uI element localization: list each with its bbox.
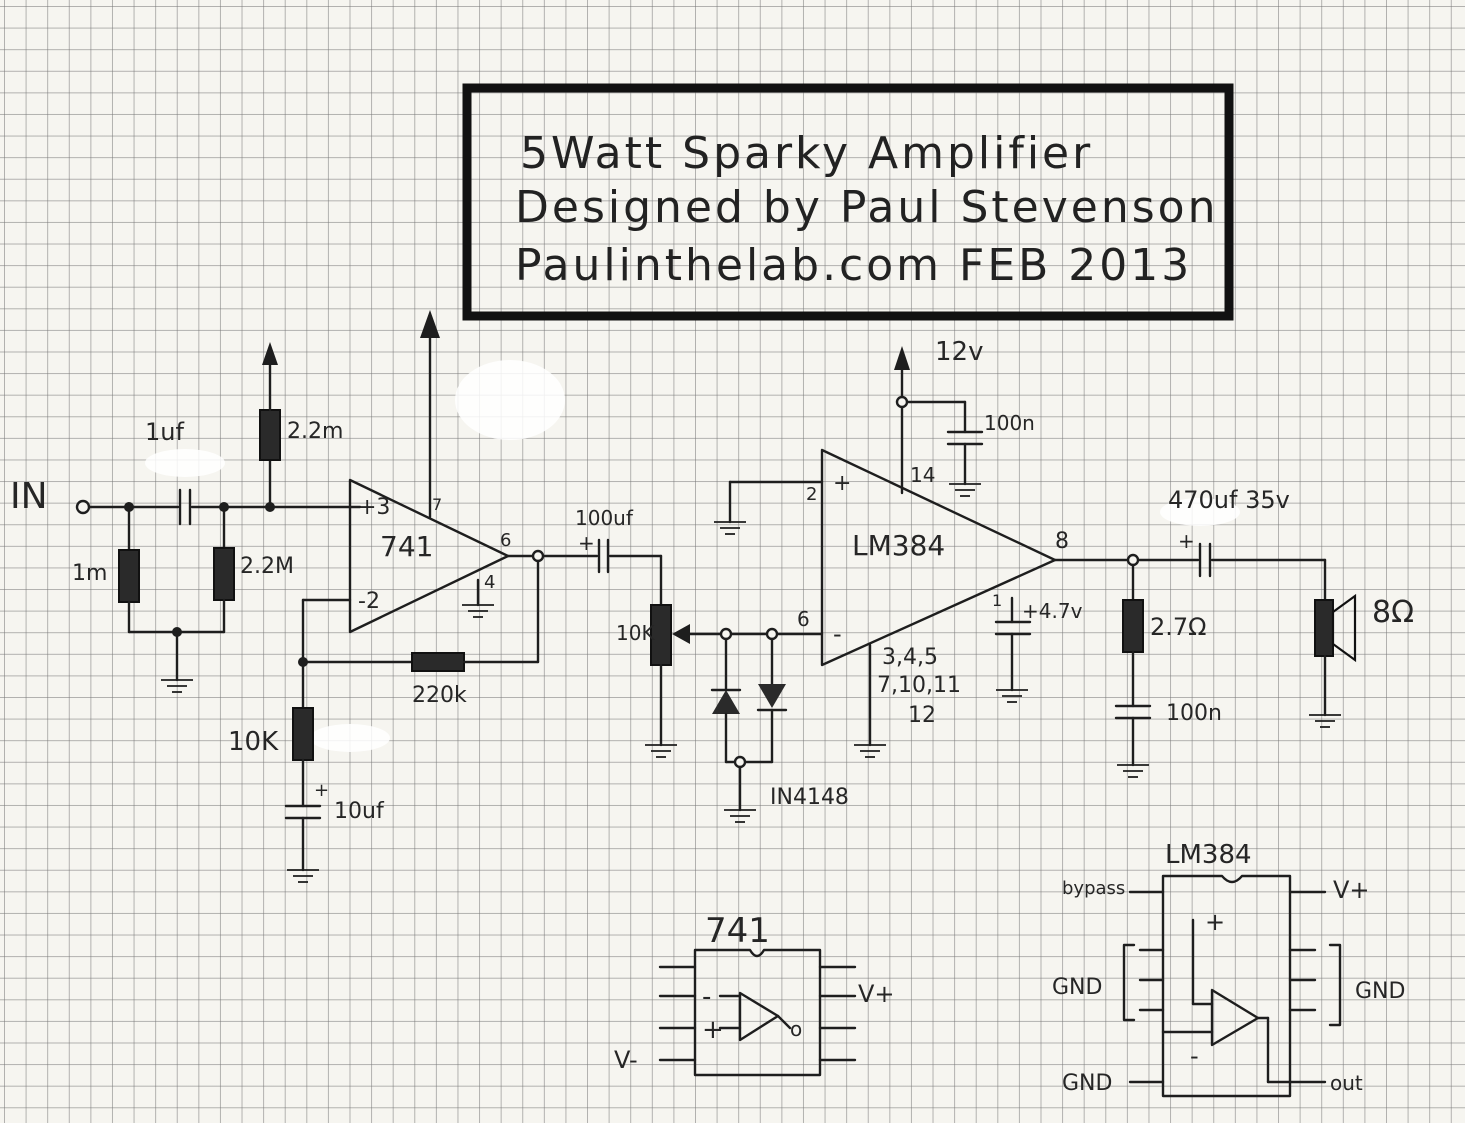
ground-symbol bbox=[160, 679, 194, 693]
coupling-stage: + 100uf 10K IN4148 bbox=[575, 506, 849, 823]
ground-symbol bbox=[461, 604, 495, 618]
output-cap-plus: + bbox=[1178, 529, 1195, 553]
supply-arrow-icon bbox=[262, 342, 278, 365]
lm384-label: LM384 bbox=[852, 529, 945, 562]
pinout-741-minus: - bbox=[702, 982, 711, 1012]
ground-symbol bbox=[713, 521, 747, 535]
resistor-220k-label: 220k bbox=[412, 683, 467, 708]
pin-4: 4 bbox=[484, 572, 495, 593]
resistor-2r7 bbox=[1122, 599, 1144, 653]
pinout-lm384-gnd-right: GND bbox=[1355, 979, 1405, 1004]
supply-arrow-icon bbox=[894, 346, 910, 370]
lm384-pin-14: 14 bbox=[910, 463, 935, 487]
gnd-pins-2: 7,10,11 bbox=[877, 673, 961, 698]
supply-cap-label: 100n bbox=[984, 411, 1035, 435]
title-line-3: Paulinthelab.com FEB 2013 bbox=[515, 240, 1192, 291]
pinout-741-title: 741 bbox=[705, 911, 770, 951]
pinout-741-plus: + bbox=[702, 1015, 724, 1045]
preamp-stage: IN 1uf 1m 2.2M 2.2m + bbox=[10, 310, 599, 883]
resistor-220k bbox=[411, 652, 465, 672]
resistor-10k-gain bbox=[292, 707, 314, 761]
cap-100uf-plus: + bbox=[578, 531, 595, 555]
input-label: IN bbox=[10, 476, 48, 517]
output-cap-label: 470uf 35v bbox=[1168, 486, 1290, 514]
resistor-2m2-top-label: 2.2m bbox=[287, 419, 343, 444]
pin-6: 6 bbox=[500, 530, 511, 551]
title-line-2: Designed by Paul Stevenson bbox=[515, 182, 1218, 233]
power-amp-stage: LM384 + - 2 6 14 8 1 12v 100n +4.7v 3 bbox=[713, 337, 1083, 758]
resistor-1m-label: 1m bbox=[72, 561, 107, 586]
lm384-pin-2: 2 bbox=[806, 484, 817, 505]
resistor-1m bbox=[118, 549, 140, 603]
cap-10uf-label: 10uf bbox=[334, 799, 385, 824]
diode-1 bbox=[712, 690, 740, 714]
pinout-741-out: o bbox=[790, 1017, 802, 1041]
gnd-pins-3: 12 bbox=[908, 703, 936, 728]
input-terminal bbox=[75, 499, 91, 515]
resistor-2r7-label: 2.7Ω bbox=[1150, 613, 1207, 641]
ground-symbol bbox=[853, 744, 887, 758]
speaker-label: 8Ω bbox=[1372, 595, 1414, 630]
pinout-lm384-vplus: V+ bbox=[1333, 876, 1370, 904]
lm384-minus: - bbox=[833, 620, 842, 648]
pinout-lm384-bypass: bypass bbox=[1062, 878, 1125, 899]
resistor-2m2-bottom bbox=[213, 547, 235, 601]
ground-symbol bbox=[644, 744, 678, 758]
lm384-pin-1: 1 bbox=[992, 591, 1002, 610]
pinout-741-vminus: V- bbox=[614, 1046, 638, 1074]
pinout-lm384-plus: + bbox=[1205, 908, 1225, 936]
ground-symbol bbox=[1308, 714, 1342, 728]
lm384-pin-8: 8 bbox=[1055, 529, 1069, 554]
pin-minus-2: -2 bbox=[358, 589, 380, 614]
input-capacitor bbox=[178, 488, 192, 526]
ground-symbol bbox=[1116, 764, 1150, 778]
resistor-2m2-bottom-label: 2.2M bbox=[240, 554, 294, 579]
pinout-741-vplus: V+ bbox=[858, 980, 895, 1008]
pinout-lm384-out: out bbox=[1330, 1071, 1363, 1095]
opamp-741 bbox=[348, 478, 510, 634]
zobel-cap-label: 100n bbox=[1166, 701, 1222, 726]
ground-symbol bbox=[995, 689, 1029, 703]
pinout-lm384-gnd-bottom: GND bbox=[1062, 1071, 1112, 1096]
ground-symbol bbox=[723, 809, 757, 823]
wiper-arrow-icon bbox=[672, 624, 690, 644]
cap-10uf-plus: + bbox=[314, 780, 329, 801]
lm384-pin-6: 6 bbox=[797, 607, 810, 631]
lm384-plus: + bbox=[833, 471, 851, 496]
correction-blots bbox=[145, 360, 1240, 752]
opamp-741-label: 741 bbox=[380, 530, 433, 563]
supply-arrow-icon bbox=[420, 310, 440, 338]
pin-7: 7 bbox=[432, 495, 442, 514]
supply-12v-label: 12v bbox=[935, 337, 983, 367]
pinout-lm384-minus: - bbox=[1190, 1042, 1199, 1070]
pinout-lm384: LM384 + - bypass V+ GND GND GND out bbox=[1052, 840, 1405, 1098]
gnd-pins-1: 3,4,5 bbox=[882, 645, 938, 670]
speaker-icon bbox=[1314, 599, 1334, 657]
pin-plus-3: +3 bbox=[358, 495, 390, 520]
ground-symbol bbox=[948, 483, 982, 497]
diode-2 bbox=[758, 684, 786, 708]
pinout-lm384-gnd-left: GND bbox=[1052, 975, 1102, 1000]
lm384-amplifier bbox=[820, 448, 1057, 667]
pot-10k-label: 10K bbox=[616, 621, 655, 645]
input-cap-label: 1uf bbox=[145, 418, 184, 446]
pinout-lm384-title: LM384 bbox=[1165, 840, 1252, 870]
diode-label: IN4148 bbox=[770, 785, 849, 810]
output-stage: + 470uf 35v 8Ω 2.7Ω 100n bbox=[1053, 486, 1414, 778]
resistor-10k-gain-label: 10K bbox=[228, 727, 279, 757]
bypass-cap-label: +4.7v bbox=[1022, 599, 1083, 623]
title-block: 5Watt Sparky Amplifier Designed by Paul … bbox=[462, 83, 1234, 321]
resistor-2m2-top bbox=[259, 409, 281, 461]
ground-symbol bbox=[286, 869, 320, 883]
pinout-741: 741 - + o V+ V- bbox=[614, 911, 895, 1077]
cap-100uf-label: 100uf bbox=[575, 506, 634, 530]
title-line-1: 5Watt Sparky Amplifier bbox=[520, 128, 1093, 179]
